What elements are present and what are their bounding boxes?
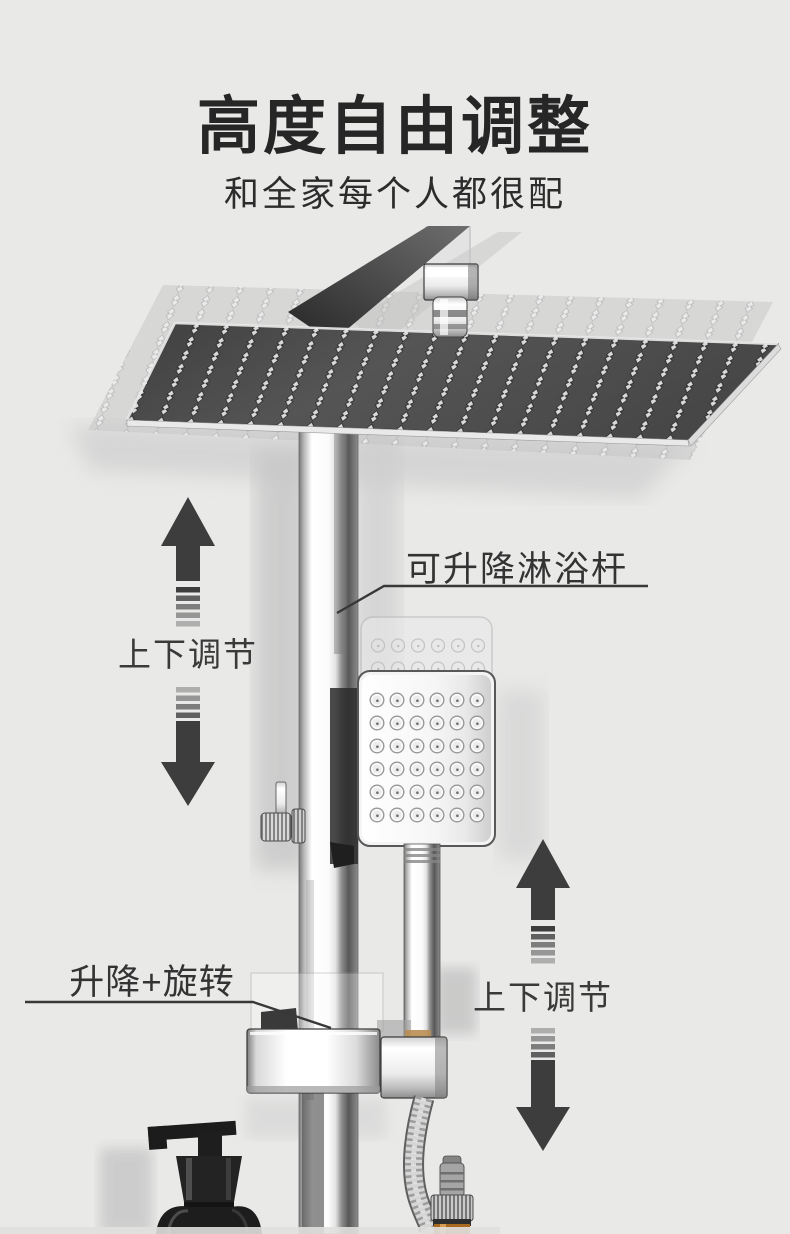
callout-line-slider <box>25 1000 332 1030</box>
up-down-arrow-right <box>516 839 570 1151</box>
hand-shower <box>357 670 496 847</box>
hand-shower-handle <box>403 843 441 1045</box>
pole-shadow-section <box>330 688 358 864</box>
right-arrow-caption: 上下调节 <box>473 979 613 1016</box>
swivel-ball-joint <box>432 296 468 338</box>
page-title: 高度自由调整 <box>197 92 593 162</box>
diverter-knob <box>260 781 306 844</box>
hand-shower-bracket <box>330 842 354 868</box>
soap-dispenser-bottle <box>147 1120 262 1234</box>
arm-connector <box>423 263 479 301</box>
callout-line-rod <box>336 584 648 615</box>
brass-ring <box>405 1030 431 1038</box>
flexible-shower-hose <box>403 1095 440 1234</box>
rain-shower-head <box>125 321 782 447</box>
slider-callout-label: 升降+旋转 <box>69 963 235 1002</box>
slider-bracket <box>246 1028 381 1094</box>
left-arrow-caption: 上下调节 <box>118 636 258 673</box>
shower-arm <box>288 226 470 342</box>
dropper-bottle <box>430 1155 474 1234</box>
rod-callout-label: 可升降淋浴杆 <box>405 550 628 589</box>
handle-connector <box>380 1036 448 1099</box>
page-subtitle: 和全家每个人都很配 <box>223 175 566 214</box>
shelf-edge <box>0 1227 500 1234</box>
up-down-arrow-left <box>161 497 215 806</box>
